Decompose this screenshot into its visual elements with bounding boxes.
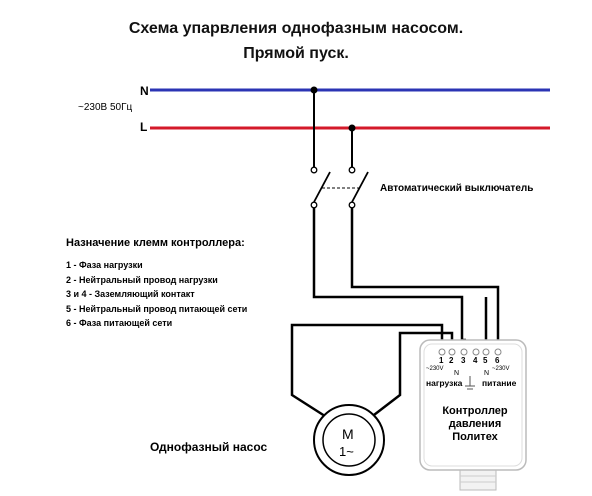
- motor-symbol: [313, 404, 385, 476]
- controller-name-line: Контроллер: [442, 405, 508, 417]
- terminal-legend-heading: Назначение клемм контроллера:: [66, 237, 245, 249]
- legend-item: 1 - Фаза нагрузки: [66, 260, 143, 270]
- controller-name: Контроллер давления Политех: [426, 405, 524, 444]
- diagram-title: Схема упарвления однофазным насосом.: [128, 20, 464, 37]
- controller-name-line: Политех: [452, 431, 498, 443]
- neutral-label: N: [140, 84, 149, 98]
- motor-letter: M: [342, 426, 354, 442]
- power-voltage-label: ~230V: [492, 366, 510, 372]
- pump-wire-2: [369, 331, 454, 419]
- terminal-number-1: 1: [439, 356, 444, 365]
- legend-item: 6 - Фаза питающей сети: [66, 318, 173, 328]
- load-voltage-label: ~230V: [426, 366, 444, 372]
- legend-item: 3 и 4 - Заземляющий контакт: [66, 289, 195, 299]
- neutral-feed-wire: [312, 208, 466, 342]
- voltage-label: ~230В 50Гц: [78, 102, 133, 113]
- terminal-legend: 1 - Фаза нагрузки 2 - Нейтральный провод…: [66, 258, 247, 331]
- load-terminal-label: нагрузка: [426, 378, 463, 388]
- controller-name-line: давления: [448, 418, 502, 430]
- motor-inner-ring: [322, 413, 376, 467]
- power-n-label: N: [484, 370, 490, 377]
- power-terminal-label: питание: [482, 378, 517, 388]
- diagram-subtitle: Прямой пуск.: [243, 45, 349, 62]
- pressure-controller: [419, 339, 527, 491]
- phase-label: L: [140, 120, 148, 134]
- phase-feed-wire: [350, 208, 500, 340]
- terminal-number-5: 5: [483, 356, 488, 365]
- load-n-label: N: [454, 370, 460, 377]
- legend-item: 5 - Нейтральный провод питающей сети: [66, 303, 248, 314]
- pump-wire-1: [290, 323, 444, 420]
- terminal-number-4: 4: [473, 356, 478, 365]
- terminal-number-2: 2: [449, 356, 454, 365]
- breaker-label: Автоматический выключатель: [380, 183, 534, 194]
- motor-phase-mark: 1~: [339, 444, 354, 459]
- pump-label: Однофазный насос: [150, 440, 268, 454]
- legend-item: 2 - Нейтральный провод нагрузки: [66, 274, 218, 285]
- terminal-number-3: 3: [461, 356, 466, 365]
- terminal-number-6: 6: [495, 356, 500, 365]
- circuit-breaker: [310, 166, 369, 209]
